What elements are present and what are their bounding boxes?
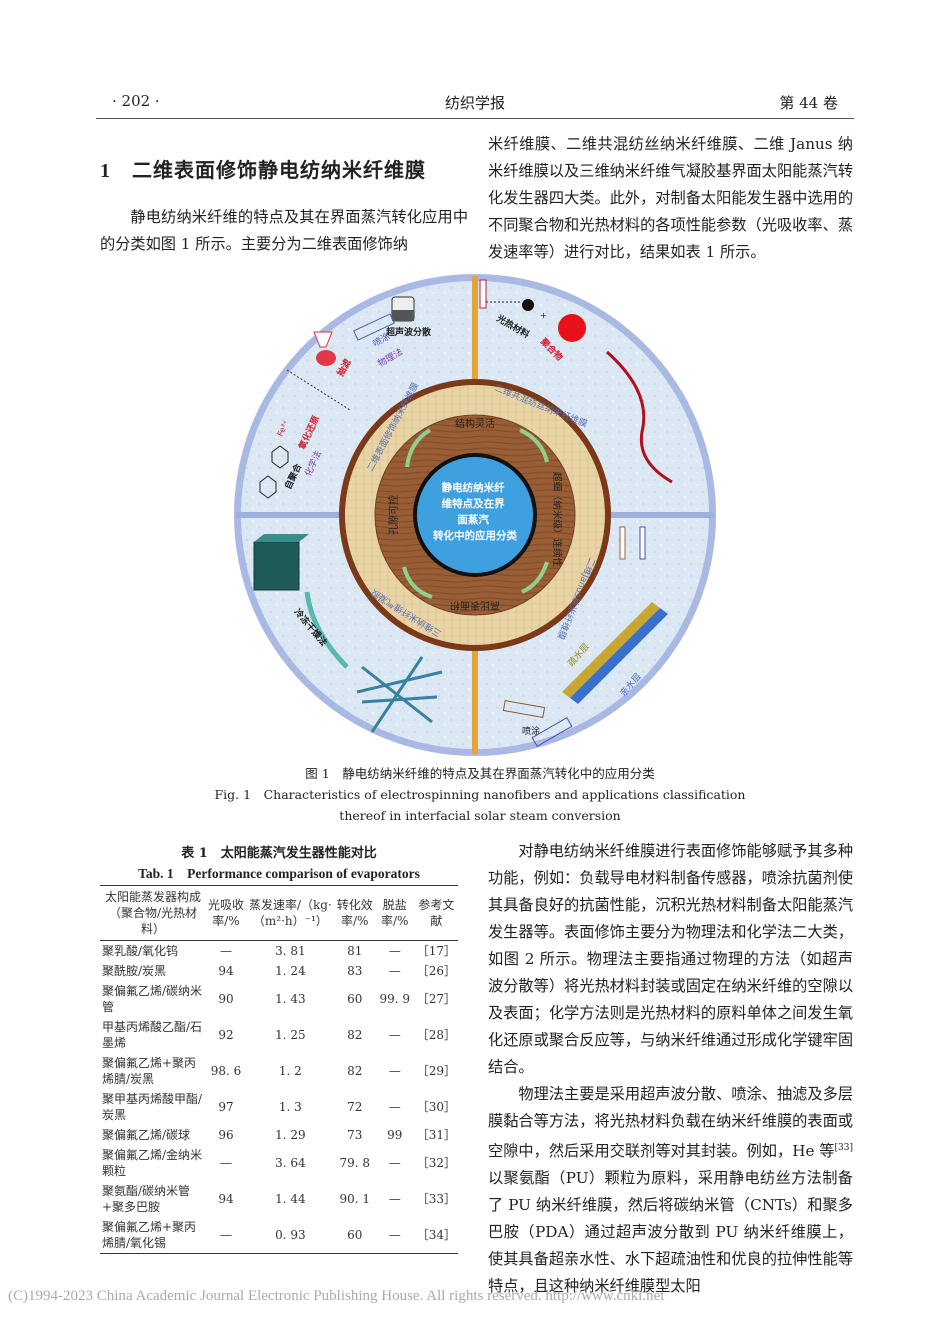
table-header-row: 太阳能蒸发器构成（聚合物/光热材料） 光吸收率/% 蒸发速率/（kg·（m²·h…	[100, 885, 458, 941]
center-line-1: 静电纺纳米纤	[442, 481, 505, 494]
spray-gun-icon	[353, 313, 395, 341]
spray-gun-icon	[502, 700, 546, 718]
arrow-icon	[402, 566, 433, 599]
figure-caption-cn: 图 1 静电纺纳米纤维的特点及其在界面蒸汽转化中的应用分类	[305, 766, 655, 781]
section-number: 1	[100, 160, 111, 182]
fiber-strand-icon	[606, 350, 673, 484]
paragraph: 静电纺纳米纤维的特点及其在界面蒸汽转化应用中的分类如图 1 所示。主要分为二维表…	[100, 208, 468, 253]
fibers-icon	[356, 656, 443, 733]
feature-left: 孔隙可控	[387, 495, 400, 535]
col-reference: 参考文献	[418, 898, 455, 928]
hydrophobic-layer	[562, 602, 660, 698]
feature-bottom: 高比表面积	[450, 599, 500, 612]
funnel-icon	[313, 331, 333, 348]
figure-caption-en-line2: thereof in interfacial solar steam conve…	[339, 808, 621, 823]
feature-right: 超细（纳米级）连续性	[551, 472, 563, 568]
quadrant-surface-modification: 超声波分散 喷涂 物理法 抽滤 Fe³⁺ 氧化还原 自聚合 化学法	[259, 296, 432, 499]
photothermal-particle-icon	[522, 299, 534, 311]
center-line-3: 面蒸汽	[457, 513, 489, 526]
col-evap-rate: 蒸发速率/（kg·（m²·h）⁻¹）	[248, 898, 332, 928]
left-column-intro: 静电纺纳米纤维的特点及其在界面蒸汽转化应用中的分类如图 1 所示。主要分为二维表…	[100, 204, 468, 258]
label-spray-janus: 喷涂	[522, 725, 540, 737]
spray-gun-icon	[531, 716, 573, 748]
aerogel-cube-icon	[253, 541, 300, 591]
center-line-4: 转化中的应用分类	[433, 529, 517, 542]
paragraph: 物理法主要是采用超声波分散、喷涂、抽滤及多层膜黏合等方法，将光热材料负载在纳米纤…	[488, 1085, 853, 1296]
syringe-icon	[639, 526, 646, 560]
polymer-blob-icon	[558, 314, 586, 342]
running-header: · 202 · 纺织学报 第 44 卷	[112, 92, 838, 114]
center-line-2: 维特点及在界	[442, 497, 505, 510]
col-composition: 太阳能蒸发器构成（聚合物/光热材料）	[104, 890, 201, 936]
hydrophilic-layer	[570, 608, 668, 704]
arrow-icon	[405, 428, 432, 468]
figure-caption-en: Fig. 1 Characteristics of electrospinnin…	[214, 787, 746, 802]
plus-sign: +	[540, 311, 547, 320]
section-title: 二维表面修饰静电纺纳米纤维膜	[132, 158, 426, 182]
svg-text:静电纺纳米纤 维特点及在界 面蒸汽: 静电纺纳米纤 维特点及在界 面蒸汽 转化中的应用分类	[433, 481, 517, 542]
header-rule	[96, 118, 854, 119]
table-caption-en: Tab. 1 Performance comparison of evapora…	[138, 866, 420, 881]
citation[interactable]: [33]	[834, 1143, 853, 1153]
right-column-body: 对静电纺纳米纤维膜进行表面修饰能够赋予其多种功能，例如：负载导电材料制备传感器，…	[488, 838, 853, 1300]
arrow-icon	[304, 591, 349, 669]
col-desalination: 脱盐率/%	[380, 898, 409, 928]
figure-caption: 图 1 静电纺纳米纤维的特点及其在界面蒸汽转化中的应用分类 Fig. 1 Cha…	[200, 763, 760, 826]
arrow-icon	[521, 561, 549, 594]
col-efficiency: 转化效率/%	[336, 898, 373, 928]
copyright-footer: (C)1994-2023 China Academic Journal Elec…	[8, 1288, 665, 1304]
volume-number: 第 44 卷	[779, 94, 838, 112]
syringe-icon	[479, 279, 487, 309]
feature-top: 结构灵活	[455, 417, 495, 430]
right-column-intro: 米纤维膜、二维共混纺丝纳米纤维膜、二维 Janus 纳米纤维膜以及三维纳米纤维气…	[488, 131, 853, 266]
center-circle	[417, 457, 533, 573]
table-caption-cn: 表 1 太阳能蒸汽发生器性能对比	[181, 846, 377, 861]
arrow-icon	[519, 428, 549, 463]
page-number: · 202 ·	[112, 92, 160, 110]
flask-icon	[316, 350, 336, 366]
molecule-icon	[259, 445, 289, 499]
journal-name: 纺织学报	[444, 94, 505, 112]
col-absorption: 光吸收率/%	[208, 898, 245, 928]
section-heading: 1 二维表面修饰静电纺纳米纤维膜	[100, 154, 426, 183]
figure-1-diagram: 静电纺纳米纤 维特点及在界 面蒸汽 转化中的应用分类 结构灵活 超细（纳米级）连…	[234, 274, 716, 756]
label-ultrasonic: 超声波分散	[385, 326, 432, 338]
performance-table: 太阳能蒸发器构成（聚合物/光热材料） 光吸收率/% 蒸发速率/（kg·（m²·h…	[100, 885, 458, 1254]
paragraph: 对静电纺纳米纤维膜进行表面修饰能够赋予其多种功能，例如：负载导电材料制备传感器，…	[488, 842, 853, 1076]
paragraph: 米纤维膜、二维共混纺丝纳米纤维膜、二维 Janus 纳米纤维膜以及三维纳米纤维气…	[488, 135, 853, 261]
syringe-icon	[619, 526, 626, 560]
